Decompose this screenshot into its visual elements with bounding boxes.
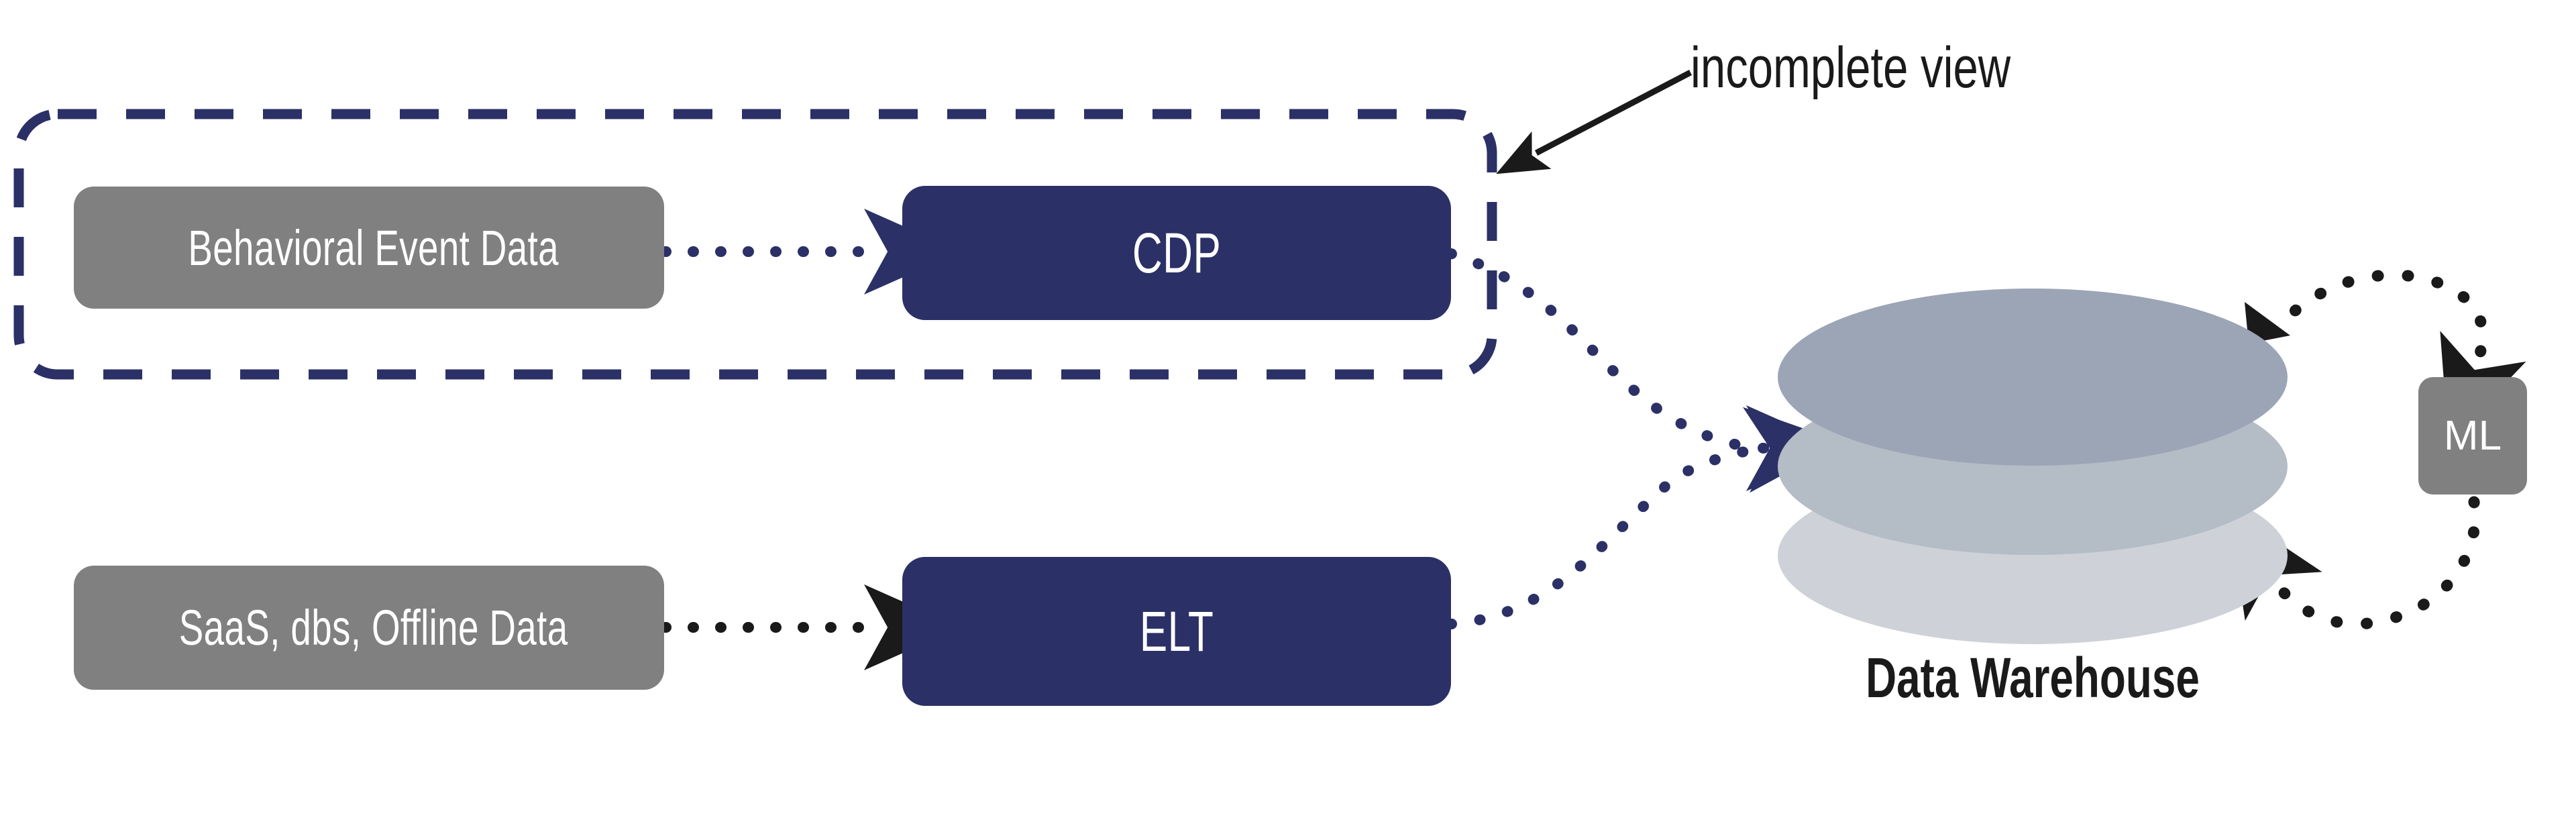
- node-data-warehouse-label: Data Warehouse: [1866, 646, 2200, 709]
- node-elt[interactable]: ELT: [902, 557, 1451, 706]
- node-ml[interactable]: ML: [2418, 377, 2527, 495]
- node-ml-label: ML: [2443, 413, 2502, 459]
- edge-ml-to-warehouse: [2229, 496, 2481, 630]
- warehouse-ellipse-top: [1778, 289, 2288, 466]
- node-behavioral-event-data-label: Behavioral Event Data: [188, 219, 559, 276]
- annotation-pointer-line: [1496, 70, 1693, 174]
- incomplete-view-group-boundary: [13, 109, 1497, 380]
- edge-cdp-to-warehouse: [1446, 248, 1843, 491]
- node-cdp[interactable]: CDP: [902, 186, 1451, 320]
- node-elt-label: ELT: [1139, 599, 1214, 663]
- edge-warehouse-to-ml: [2268, 269, 2526, 444]
- edge-elt-to-warehouse: [1446, 407, 1843, 629]
- node-behavioral-event-data[interactable]: Behavioral Event Data: [74, 187, 664, 309]
- node-saas-dbs-offline-data[interactable]: SaaS, dbs, Offline Data: [74, 566, 664, 690]
- warehouse-top-arrowhead: [2245, 302, 2290, 344]
- node-cdp-label: CDP: [1132, 221, 1222, 284]
- node-saas-dbs-offline-data-label: SaaS, dbs, Offline Data: [178, 600, 568, 656]
- incomplete-view-annotation: incomplete view: [1690, 36, 2011, 100]
